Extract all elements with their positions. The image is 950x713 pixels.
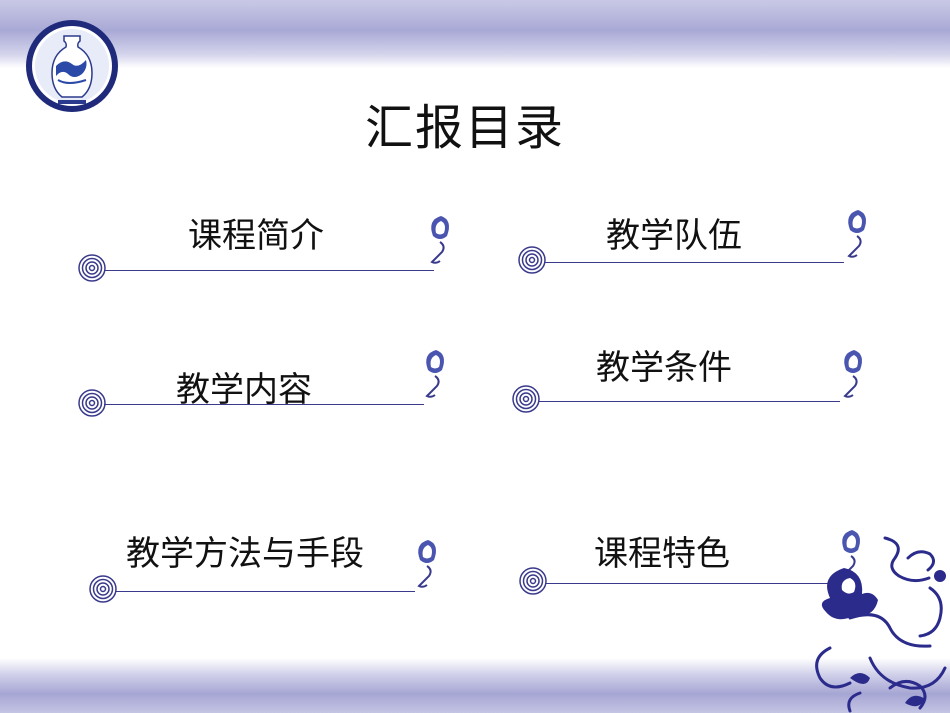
- underline: [538, 401, 840, 402]
- floral-corner-ornament-icon: [815, 536, 947, 713]
- toc-item-label: 教学方法与手段: [126, 534, 364, 574]
- underline: [545, 583, 845, 584]
- underline: [104, 404, 424, 405]
- vase-logo-icon: [26, 20, 118, 112]
- lotus-ornament-icon: [417, 540, 436, 588]
- toc-item-label: 课程特色: [594, 534, 730, 574]
- spiral-icon: [78, 254, 106, 282]
- lotus-ornament-icon: [843, 350, 862, 398]
- spiral-icon: [518, 246, 546, 274]
- spiral-icon: [512, 385, 540, 413]
- toc-item-label: 教学内容: [176, 370, 312, 410]
- underline: [544, 262, 844, 263]
- toc-item-label: 课程简介: [188, 216, 324, 256]
- toc-item-label: 教学队伍: [606, 216, 742, 256]
- underline: [115, 591, 415, 592]
- lotus-ornament-icon: [425, 350, 444, 398]
- spiral-icon: [78, 389, 106, 417]
- toc-item-label: 教学条件: [596, 348, 732, 388]
- lotus-ornament-icon: [847, 210, 866, 258]
- lotus-ornament-icon: [430, 216, 449, 264]
- underline: [104, 270, 434, 271]
- spiral-icon: [89, 575, 117, 603]
- spiral-icon: [519, 567, 547, 595]
- top-banner: [0, 0, 950, 68]
- bottom-banner: [0, 658, 950, 713]
- slide-title: 汇报目录: [364, 100, 565, 156]
